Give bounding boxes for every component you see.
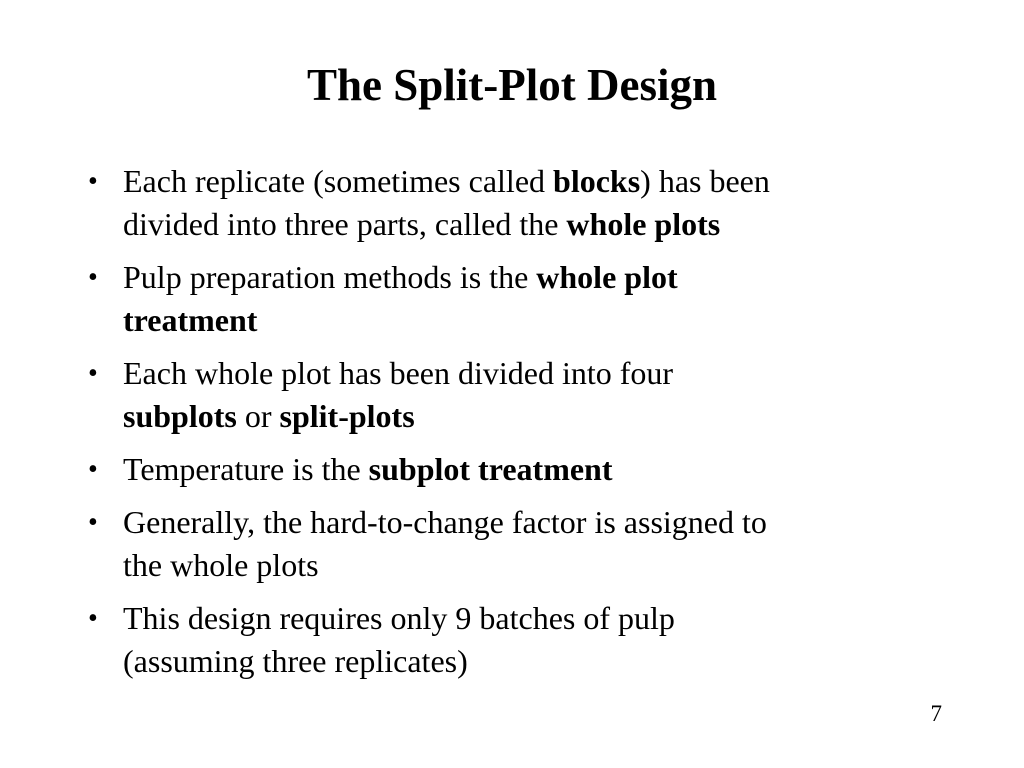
bullet-dot-icon: •: [88, 507, 98, 538]
bullet-item: • Pulp preparation methods is the whole p…: [88, 256, 988, 342]
bullet-list: • Each replicate (sometimes called blocks…: [88, 160, 988, 693]
bullet-text: Each whole plot has been divided into fo…: [123, 355, 674, 434]
bullet-text: This design requires only 9 batches of p…: [123, 600, 675, 679]
bullet-item: • Each whole plot has been divided into f…: [88, 352, 988, 438]
slide-title: The Split-Plot Design: [306, 60, 718, 110]
bullet-dot-icon: •: [88, 166, 98, 197]
bullet-dot-icon: •: [88, 358, 98, 389]
bullet-item: • Temperature is the subplot treatment: [88, 448, 988, 491]
page-number: 7: [930, 701, 943, 726]
bullet-text: Each replicate (sometimes called blocks)…: [123, 163, 770, 242]
bullet-dot-icon: •: [88, 262, 98, 293]
bullet-dot-icon: •: [88, 603, 98, 634]
bullet-text: Pulp preparation methods is the whole pl…: [123, 259, 678, 338]
bullet-dot-icon: •: [88, 454, 98, 485]
bullet-text: Generally, the hard-to-change factor is …: [123, 504, 767, 583]
bullet-item: • Each replicate (sometimes called blocks…: [88, 160, 988, 246]
bullet-item: • This design requires only 9 batches of …: [88, 597, 988, 683]
bullet-item: • Generally, the hard-to-change factor is…: [88, 501, 988, 587]
bullet-text: Temperature is the subplot treatment: [123, 451, 613, 487]
